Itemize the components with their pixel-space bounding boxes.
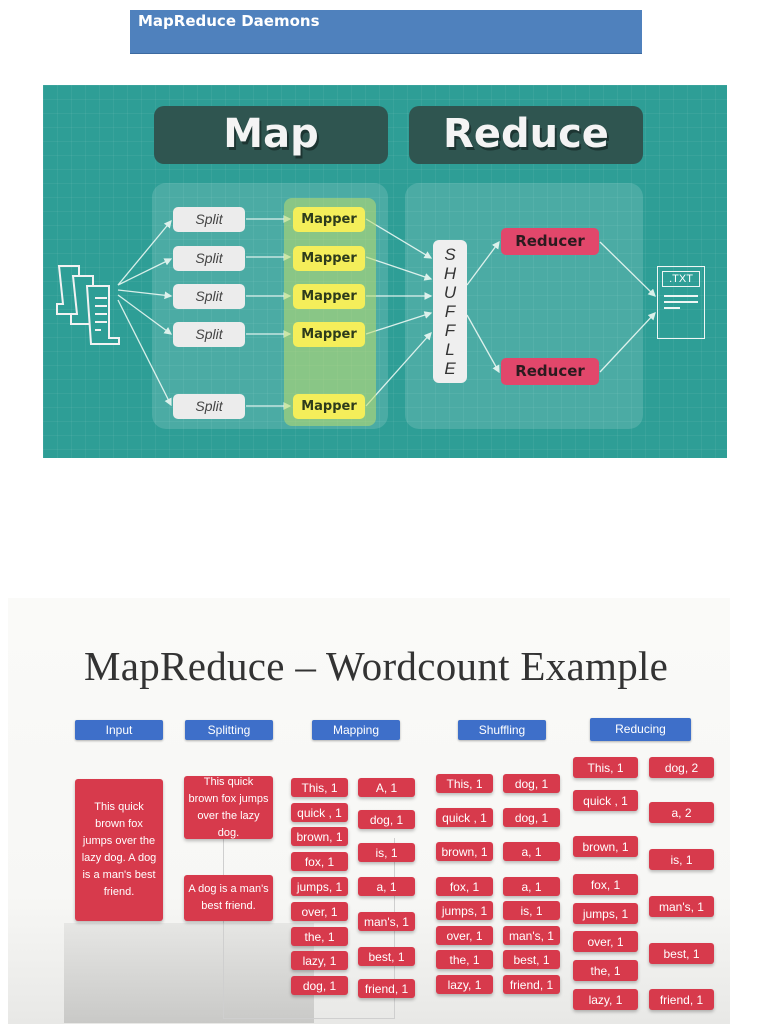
word-count-box: is, 1	[358, 843, 415, 862]
shadow-area	[64, 923, 314, 1023]
word-count-box: a, 1	[358, 877, 415, 896]
shuffle-letter: F	[444, 321, 456, 340]
word-count-box: the, 1	[291, 927, 348, 946]
word-count-box: a, 1	[503, 842, 560, 861]
word-count-box: friend, 1	[503, 975, 560, 994]
word-count-box: jumps, 1	[436, 901, 493, 920]
split-box: Split	[173, 394, 245, 419]
reducer-box: Reducer	[501, 228, 599, 255]
split-box: Split	[173, 322, 245, 347]
split-box: Split	[173, 246, 245, 271]
mapper-column	[284, 198, 376, 426]
word-count-box: man's, 1	[503, 926, 560, 945]
shuffle-letter: F	[444, 302, 456, 321]
stage-reducing: Reducing	[590, 718, 691, 741]
stage-mapping: Mapping	[312, 720, 400, 740]
section-title-bar: MapReduce Daemons	[130, 10, 642, 54]
word-count-box: best, 1	[503, 950, 560, 969]
word-count-box: jumps, 1	[573, 903, 638, 924]
mapper-box: Mapper	[293, 322, 365, 347]
word-count-box: the, 1	[436, 950, 493, 969]
word-count-box: is, 1	[503, 901, 560, 920]
word-count-box: brown, 1	[291, 827, 348, 846]
map-header: Map	[154, 106, 388, 164]
shuffle-letter: E	[444, 359, 456, 378]
flow-arrows	[117, 215, 656, 410]
word-count-box: fox, 1	[573, 874, 638, 895]
word-count-box: dog, 1	[291, 976, 348, 995]
word-count-box: fox, 1	[436, 877, 493, 896]
mapreduce-diagram: Map Reduce Split Split Split Split Split…	[43, 85, 727, 458]
word-count-box: best, 1	[358, 947, 415, 966]
word-count-box: A, 1	[358, 778, 415, 797]
txt-label: .TXT	[662, 271, 700, 287]
shuffle-box: S H U F F L E	[433, 240, 467, 383]
word-count-box: brown, 1	[436, 842, 493, 861]
stage-splitting: Splitting	[185, 720, 273, 740]
word-count-box: over, 1	[573, 931, 638, 952]
word-count-box: dog, 1	[503, 774, 560, 793]
split-box: This quick brown fox jumps over the lazy…	[184, 776, 273, 839]
shuffle-letter: S	[444, 245, 456, 264]
reduce-header: Reduce	[409, 106, 643, 164]
word-count-box: brown, 1	[573, 836, 638, 857]
word-count-box: dog, 1	[503, 808, 560, 827]
reducer-box: Reducer	[501, 358, 599, 385]
word-count-box: fox, 1	[291, 852, 348, 871]
word-count-box: over, 1	[436, 926, 493, 945]
word-count-box: best, 1	[649, 943, 714, 964]
word-count-box: quick , 1	[573, 790, 638, 811]
mapper-box: Mapper	[293, 284, 365, 309]
word-count-box: quick , 1	[291, 803, 348, 822]
word-count-box: over, 1	[291, 902, 348, 921]
mapper-box: Mapper	[293, 207, 365, 232]
word-count-box: is, 1	[649, 849, 714, 870]
wordcount-title: MapReduce – Wordcount Example	[84, 643, 669, 689]
shuffle-letter: U	[443, 283, 457, 302]
word-count-box: dog, 1	[358, 810, 415, 829]
stage-shuffling: Shuffling	[458, 720, 546, 740]
word-count-box: lazy, 1	[291, 951, 348, 970]
word-count-box: lazy, 1	[436, 975, 493, 994]
word-count-box: the, 1	[573, 960, 638, 981]
shuffle-letter: H	[443, 264, 457, 283]
word-count-box: lazy, 1	[573, 989, 638, 1010]
word-count-box: dog, 2	[649, 757, 714, 778]
word-count-box: a, 1	[503, 877, 560, 896]
word-count-box: man's, 1	[358, 912, 415, 931]
input-box: This quick brown fox jumps over the lazy…	[75, 779, 163, 921]
split-box: Split	[173, 207, 245, 232]
split-box: Split	[173, 284, 245, 309]
word-count-box: jumps, 1	[291, 877, 348, 896]
word-count-box: a, 2	[649, 802, 714, 823]
word-count-box: This, 1	[436, 774, 493, 793]
stage-input: Input	[75, 720, 163, 740]
word-count-box: friend, 1	[649, 989, 714, 1010]
mapper-box: Mapper	[293, 394, 365, 419]
word-count-box: This, 1	[573, 757, 638, 778]
word-count-box: man's, 1	[649, 896, 714, 917]
word-count-box: This, 1	[291, 778, 348, 797]
mapper-box: Mapper	[293, 246, 365, 271]
txt-file-icon: .TXT	[657, 266, 705, 339]
wordcount-diagram: MapReduce – Wordcount Example Input Spli…	[8, 598, 730, 1024]
word-count-box: quick , 1	[436, 808, 493, 827]
documents-icon	[56, 265, 120, 345]
shuffle-letter: L	[445, 340, 455, 359]
word-count-box: friend, 1	[358, 979, 415, 998]
split-box: A dog is a man's best friend.	[184, 875, 273, 921]
section-title: MapReduce Daemons	[138, 12, 320, 30]
